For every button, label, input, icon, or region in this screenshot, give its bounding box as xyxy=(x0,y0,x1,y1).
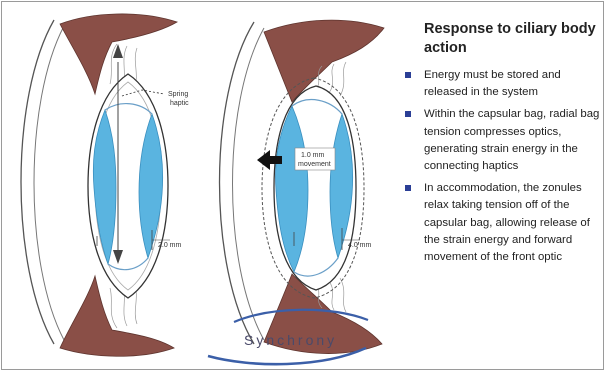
spring-haptic-label-line1: Spring xyxy=(168,91,188,98)
bullet-text: Energy must be stored and released in th… xyxy=(424,69,561,98)
square-bullet-icon xyxy=(405,185,411,191)
bullet-item: Energy must be stored and released in th… xyxy=(404,67,600,101)
left-sclera-curve-inner xyxy=(34,26,64,340)
spring-haptic-label-line2: haptic xyxy=(170,100,189,107)
right-sclera-curve-inner xyxy=(233,28,265,340)
left-sclera-curve-outer xyxy=(21,20,54,344)
right-eye-diagram: 1.0 mm movement 4.0 mm xyxy=(220,20,385,353)
bullet-text: Within the capsular bag, radial bag tens… xyxy=(424,108,599,172)
square-bullet-icon xyxy=(405,72,411,78)
bullet-list: Energy must be stored and released in th… xyxy=(404,67,600,266)
panel-heading: Response to ciliary body action xyxy=(424,20,600,58)
right-distance-label: 4.0 mm xyxy=(348,242,372,249)
explanation-panel: Response to ciliary body action Energy m… xyxy=(404,20,600,271)
right-sclera-curve-outer xyxy=(220,22,255,344)
brand-name: Synchrony xyxy=(244,332,337,348)
movement-label-line1: 1.0 mm xyxy=(301,152,325,159)
lens-diagram: Spring haptic 2.0 mm xyxy=(2,2,402,369)
movement-label-line2: movement xyxy=(298,161,331,168)
bullet-item: In accommodation, the zonules relax taki… xyxy=(404,180,600,266)
bullet-text: In accommodation, the zonules relax taki… xyxy=(424,182,590,263)
square-bullet-icon xyxy=(405,111,411,117)
left-distance-label: 2.0 mm xyxy=(158,242,182,249)
bullet-item: Within the capsular bag, radial bag tens… xyxy=(404,106,600,175)
left-eye-diagram: Spring haptic 2.0 mm xyxy=(21,14,189,356)
